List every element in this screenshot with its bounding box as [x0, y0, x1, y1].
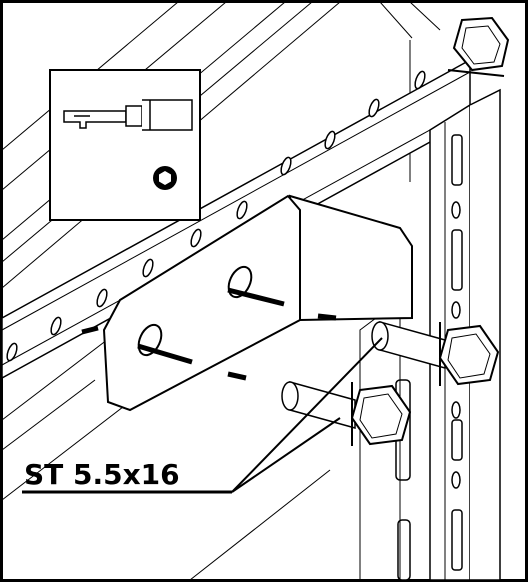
tool-inset — [49, 69, 201, 221]
tool-inset-frame — [49, 69, 201, 221]
hex-screw-heads — [350, 16, 510, 446]
perforated-rail — [1, 58, 471, 380]
ratchet-wrench-icon — [63, 99, 193, 131]
screw-shafts — [281, 321, 446, 429]
screw-head-middle — [438, 322, 500, 386]
l-bracket — [102, 194, 413, 412]
hex-socket-icon — [153, 166, 177, 190]
screw-head-top — [447, 16, 510, 77]
screw-head-lower — [350, 382, 412, 446]
callout-leader-lines — [22, 337, 383, 494]
screw-placement-marks — [81, 287, 337, 381]
screw-spec-label: ST 5.5x16 — [24, 458, 180, 491]
